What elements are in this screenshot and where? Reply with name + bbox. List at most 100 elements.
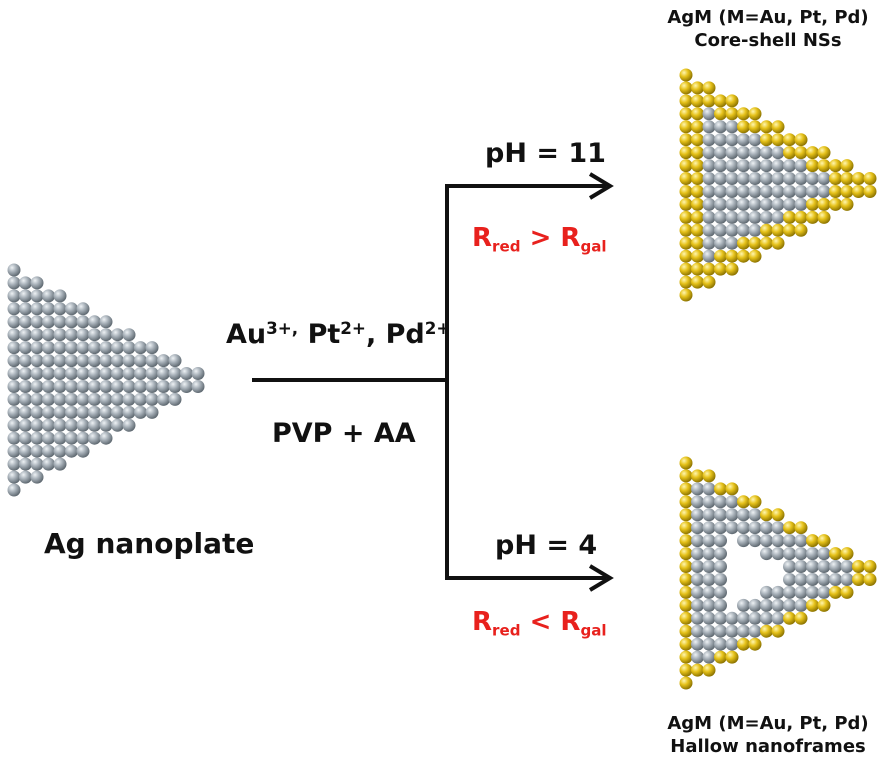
silver-atom: [53, 405, 67, 419]
silver-atom: [737, 210, 750, 224]
silver-atom: [702, 223, 716, 237]
metal-atom: [691, 249, 704, 263]
silver-atom: [702, 133, 716, 147]
silver-atom: [748, 534, 762, 548]
metal-atom: [783, 133, 796, 147]
silver-atom: [99, 328, 113, 342]
silver-atom: [760, 172, 773, 185]
silver-atom: [760, 585, 773, 599]
silver-atom: [42, 444, 55, 458]
silver-atom: [19, 354, 32, 368]
silver-atom: [817, 547, 831, 561]
silver-atom: [42, 457, 55, 471]
silver-atom: [760, 521, 773, 535]
silver-atom: [737, 146, 750, 160]
silver-atom: [702, 560, 716, 573]
metal-atom: [702, 275, 716, 289]
silver-atom: [725, 223, 739, 237]
metal-atom: [760, 508, 773, 522]
silver-atom: [783, 159, 796, 173]
metal-atom: [771, 624, 785, 638]
reaction-arrows: [252, 172, 614, 592]
silver-atom: [794, 197, 808, 211]
silver-atom: [111, 380, 124, 393]
silver-atom: [725, 521, 739, 535]
silver-atom: [737, 611, 750, 625]
silver-atom: [19, 418, 32, 432]
metal-atom: [863, 560, 877, 573]
silver-atom: [157, 392, 170, 406]
silver-atom: [771, 185, 785, 198]
silver-atom: [76, 418, 90, 432]
silver-atom: [99, 405, 113, 419]
silver-atom: [748, 521, 762, 535]
silver-atom: [65, 392, 78, 406]
metal-atom: [679, 236, 693, 250]
silver-atom: [702, 573, 716, 586]
silver-atom: [737, 172, 750, 185]
metal-atom: [679, 275, 693, 289]
silver-atom: [30, 418, 44, 432]
metal-atom: [806, 534, 819, 548]
silver-atom: [702, 236, 716, 250]
silver-atom: [111, 367, 124, 380]
silver-atom: [76, 431, 90, 445]
metal-atom: [817, 210, 831, 224]
metal-atom: [714, 107, 727, 121]
silver-atom: [111, 418, 124, 432]
silver-atom: [122, 341, 136, 355]
metal-atom: [702, 663, 716, 677]
metal-atom: [725, 107, 739, 121]
metal-atom: [691, 172, 704, 185]
silver-atom: [19, 444, 32, 458]
metal-atom: [679, 598, 693, 612]
metal-atom: [679, 676, 693, 690]
silver-atom: [806, 585, 819, 599]
metal-atom: [783, 223, 796, 237]
metal-atom: [679, 508, 693, 522]
silver-atom: [760, 197, 773, 211]
silver-atom: [7, 380, 21, 393]
silver-atom: [53, 392, 67, 406]
silver-atom: [19, 302, 32, 316]
metal-atom: [679, 94, 693, 108]
metal-atom: [840, 197, 854, 211]
metal-atom: [679, 650, 693, 664]
silver-atom: [714, 585, 727, 599]
silver-atom: [7, 457, 21, 471]
metal-atom: [748, 495, 762, 509]
silver-atom: [111, 354, 124, 368]
silver-atom: [7, 483, 21, 497]
silver-atom: [42, 418, 55, 432]
silver-atom: [737, 521, 750, 535]
metal-atom: [852, 573, 865, 586]
metal-atom: [817, 598, 831, 612]
metal-atom: [806, 146, 819, 160]
metal-atom: [863, 185, 877, 198]
metal-atom: [691, 120, 704, 134]
silver-atom: [65, 302, 78, 316]
silver-atom: [783, 585, 796, 599]
ag-nanoplate-particle: [7, 263, 205, 497]
silver-atom: [7, 276, 21, 290]
silver-atom: [88, 392, 101, 406]
silver-atom: [134, 341, 147, 355]
silver-atom: [180, 367, 193, 380]
silver-atom: [691, 508, 704, 522]
metal-atom: [679, 133, 693, 147]
silver-atom: [725, 197, 739, 211]
silver-atom: [53, 380, 67, 393]
silver-atom: [134, 354, 147, 368]
silver-atom: [88, 405, 101, 419]
silver-atom: [783, 197, 796, 211]
silver-atom: [714, 146, 727, 160]
silver-atom: [691, 611, 704, 625]
silver-atom: [702, 482, 716, 496]
metal-atom: [679, 534, 693, 548]
metal-atom: [702, 262, 716, 276]
nanoframe-caption-line1: AgM (M=Au, Pt, Pd): [667, 713, 869, 734]
silver-atom: [145, 380, 159, 393]
metal-atom: [679, 482, 693, 496]
metal-atom: [679, 288, 693, 302]
